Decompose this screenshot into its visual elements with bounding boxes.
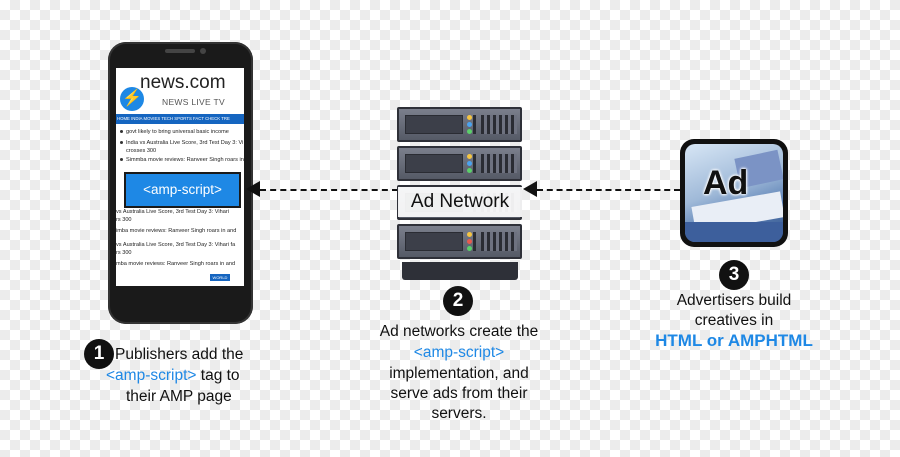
headline-text: govt likely to bring universal basic inc… (126, 129, 229, 135)
headline-text: Simmba movie reviews: Ranveer Singh roar… (126, 157, 244, 163)
headline: Simmba movie reviews: Ranveer Singh roar… (120, 157, 244, 163)
bullet-icon (120, 130, 123, 134)
arrow-head-left-icon (523, 181, 537, 197)
faded-headline: imba movie reviews: Ranveer Singh roars … (116, 228, 237, 234)
step-2-line-1: Ad networks create the (379, 323, 539, 340)
phone-speaker (165, 49, 195, 53)
ad-creative-thumbnail: Ad (680, 139, 788, 247)
site-menu: NEWS LIVE TV (162, 97, 225, 107)
bullet-icon (120, 158, 123, 162)
faded-headline: rs 300 (116, 217, 132, 223)
headline-continued: crosses 300 (126, 148, 157, 154)
ad-creative-image: Ad (685, 144, 783, 242)
step-1-badge: 1 (84, 339, 114, 369)
amp-lightning-icon: ⚡ (120, 87, 144, 111)
step-2-code: <amp-script> (413, 344, 505, 361)
site-name: news.com (140, 72, 226, 93)
headline-text: India vs Australia Live Score, 3rd Test … (126, 140, 244, 146)
faded-headline: vs Australia Live Score, 3rd Test Day 3:… (116, 242, 236, 248)
step-2-line-3: implementation, and (389, 365, 529, 382)
site-nav-bar: HOME INDIA MOVIES TECH SPORTS FACT CHECK… (116, 114, 244, 124)
step-1-line-1: Publishers add the (115, 346, 244, 363)
step-1-line-2-text: tag to (200, 367, 240, 384)
step-1-line-2: <amp-script> tag to (106, 366, 240, 385)
server-unit (397, 224, 522, 259)
server-base (402, 262, 518, 280)
step-3-line-1: Advertisers build (676, 292, 792, 309)
headline: govt likely to bring universal basic inc… (120, 129, 229, 135)
step-3-badge: 3 (719, 260, 749, 290)
server-unit (397, 107, 522, 142)
world-tag: WORLD (210, 274, 230, 281)
step-2-badge: 2 (443, 286, 473, 316)
bullet-icon (120, 141, 123, 145)
step-3-line-2: creatives in (694, 312, 774, 329)
step-1-code: <amp-script> (106, 367, 197, 384)
faded-headline: rs 300 (116, 250, 132, 256)
server-unit (397, 146, 522, 181)
faded-headline: vs Australia Live Score, 3rd Test Day 3:… (116, 209, 229, 215)
phone-camera (200, 48, 206, 54)
step-1-line-3: their AMP page (126, 388, 232, 405)
ad-label: Ad (703, 164, 749, 202)
site-header: ⚡ news.com NEWS LIVE TV (116, 68, 244, 116)
amp-script-ad-slot: <amp-script> (124, 172, 241, 208)
step-2-line-5: servers. (431, 405, 487, 422)
faded-headline: mba movie reviews: Ranveer Singh roars i… (116, 261, 236, 267)
headline: India vs Australia Live Score, 3rd Test … (120, 140, 243, 146)
dashed-arrow-advertiser-to-network (537, 189, 680, 191)
dashed-arrow-network-to-publisher (260, 189, 398, 191)
arrow-head-left-icon (246, 181, 260, 197)
ad-network-label: Ad Network (398, 187, 522, 217)
step-3-highlight: HTML or AMPHTML (655, 331, 813, 350)
step-2-line-4: serve ads from their (390, 385, 528, 402)
